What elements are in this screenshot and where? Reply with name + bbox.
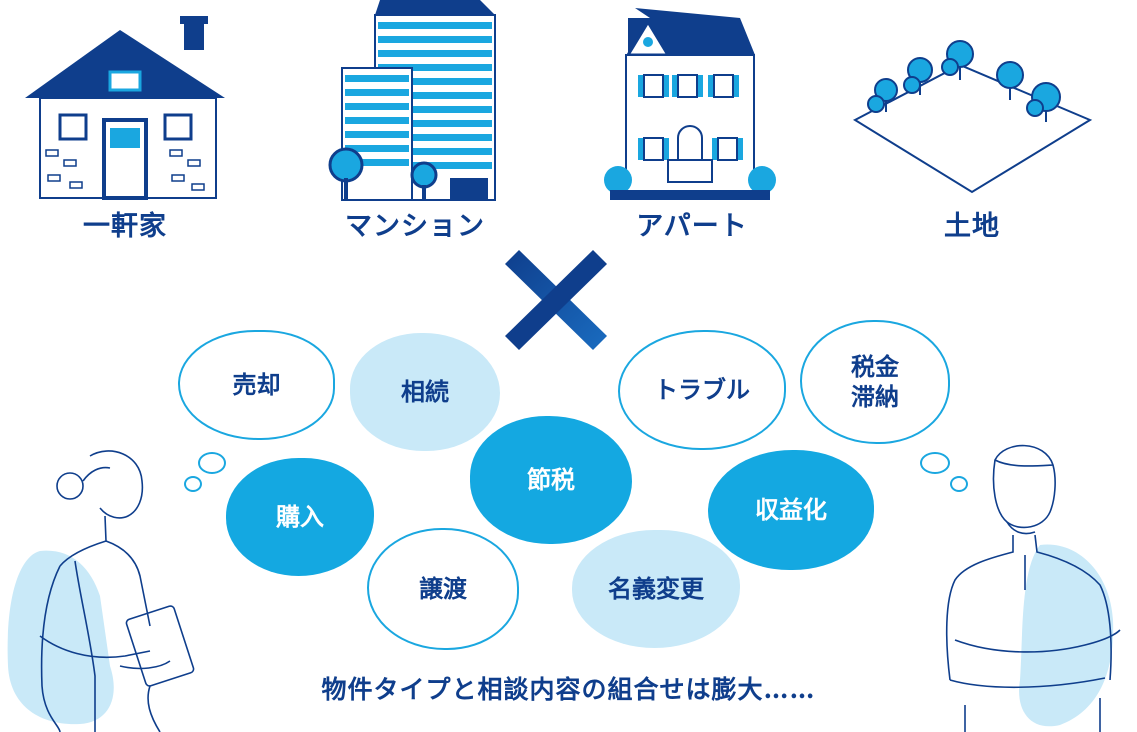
woman-with-tablet-figure (7, 450, 195, 732)
topic-monetization: 収益化 (708, 450, 874, 570)
topic-tax-delinquency: 税金 滞納 (800, 320, 950, 444)
land-icon (852, 40, 1093, 194)
topic-sale: 売却 (178, 330, 335, 440)
topic-inheritance: 相続 (350, 333, 500, 451)
apartment-icon (604, 8, 776, 200)
property-type-house: 一軒家 (83, 211, 167, 242)
summary-caption: 物件タイプと相談内容の組合せは膨大…… (321, 675, 816, 704)
topic-tax-saving: 節税 (470, 416, 632, 544)
condominium-icon (328, 0, 496, 201)
topic-trouble: トラブル (618, 330, 786, 450)
topic-name-change: 名義変更 (572, 530, 740, 648)
thought-dot (198, 452, 226, 474)
property-type-condominium: マンション (345, 211, 485, 242)
property-type-apartment: アパート (636, 211, 748, 242)
thought-dot (184, 476, 202, 492)
thought-dot (920, 452, 950, 474)
multiply-icon (505, 250, 607, 350)
topic-transfer: 譲渡 (367, 528, 519, 650)
house-icon (25, 16, 225, 200)
man-thinking-figure (945, 444, 1121, 732)
property-type-land: 土地 (944, 211, 1000, 242)
topic-purchase: 購入 (226, 458, 374, 576)
thought-dot (950, 476, 968, 492)
